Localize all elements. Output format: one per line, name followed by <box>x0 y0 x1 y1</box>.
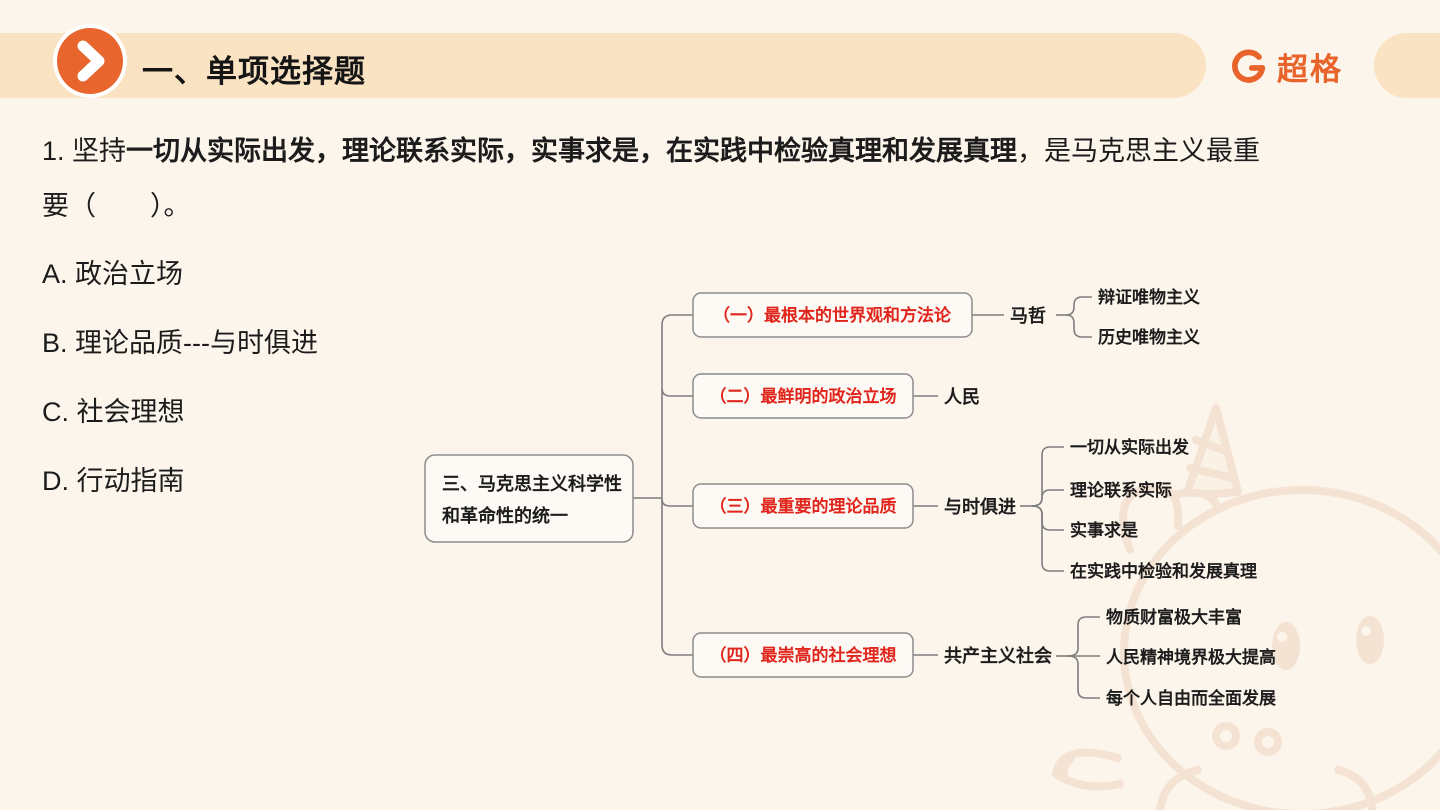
chevron-badge <box>52 23 128 99</box>
leaf-1-2: 历史唯物主义 <box>1098 327 1200 347</box>
branch-4-label: 共产主义社会 <box>944 645 1052 666</box>
question-suffix: ，是马克思主义最重 <box>1017 136 1261 166</box>
page-title: 一、单项选择题 <box>142 54 366 89</box>
mindmap: 三、马克思主义科学性 和革命性的统一 （一）最根本的世界观和方法论 （二）最鲜明… <box>424 287 1276 708</box>
mascot-watermark <box>1052 404 1440 810</box>
leaf-3-3: 实事求是 <box>1070 520 1138 540</box>
brand-logo-text: 超格 <box>1277 52 1343 87</box>
header-band <box>0 33 1206 98</box>
question-bold-phrase: 一切从实际出发，理论联系实际，实事求是，在实践中检验真理和发展真理 <box>126 136 1018 166</box>
leaf-4-1: 物质财富极大丰富 <box>1106 607 1242 627</box>
leaf-3-4: 在实践中检验和发展真理 <box>1070 561 1257 581</box>
option-d: D. 行动指南 <box>42 466 185 496</box>
leaf-3-1: 一切从实际出发 <box>1070 437 1190 457</box>
branch-2-title: （二）最鲜明的政治立场 <box>710 386 897 406</box>
branch-3-title: （三）最重要的理论品质 <box>710 496 897 516</box>
question-prefix: 1. 坚持 <box>42 136 127 166</box>
mindmap-connectors <box>633 296 1100 699</box>
root-line-1: 三、马克思主义科学性 <box>442 473 622 494</box>
mindmap-branch-4-node: （四）最崇高的社会理想 <box>692 632 914 678</box>
option-a: A. 政治立场 <box>42 259 184 289</box>
question-block: 1. 坚持一切从实际出发，理论联系实际，实事求是，在实践中检验真理和发展真理，是… <box>42 124 1422 234</box>
option-c: C. 社会理想 <box>42 397 185 427</box>
options-list: A. 政治立场 B. 理论品质---与时俱进 C. 社会理想 D. 行动指南 <box>42 240 318 516</box>
header-band-right-segment <box>1374 33 1440 98</box>
leaf-4-3: 每个人自由而全面发展 <box>1106 688 1276 708</box>
question-line-1: 1. 坚持一切从实际出发，理论联系实际，实事求是，在实践中检验真理和发展真理，是… <box>42 124 1422 179</box>
mindmap-branch-1-node: （一）最根本的世界观和方法论 <box>692 292 973 338</box>
mindmap-branch-2-node: （二）最鲜明的政治立场 <box>692 373 914 419</box>
mindmap-branch-3-node: （三）最重要的理论品质 <box>692 483 914 529</box>
logo-g-icon <box>1232 49 1266 83</box>
leaf-3-2: 理论联系实际 <box>1070 480 1172 500</box>
mindmap-root-node: 三、马克思主义科学性 和革命性的统一 <box>424 454 634 543</box>
root-line-2: 和革命性的统一 <box>442 505 568 526</box>
branch-4-title: （四）最崇高的社会理想 <box>710 645 897 665</box>
leaf-1-1: 辩证唯物主义 <box>1098 287 1200 307</box>
branch-3-label: 与时俱进 <box>944 496 1016 517</box>
branch-1-title: （一）最根本的世界观和方法论 <box>713 305 952 325</box>
question-line-2: 要（ ）。 <box>42 191 191 221</box>
branch-1-label: 马哲 <box>1010 305 1046 326</box>
option-b: B. 理论品质---与时俱进 <box>42 328 318 358</box>
leaf-4-2: 人民精神境界极大提高 <box>1106 647 1276 667</box>
branch-2-label: 人民 <box>944 387 980 407</box>
brand-logo: 超格 <box>1230 44 1343 89</box>
chevron-right-icon <box>53 24 127 98</box>
